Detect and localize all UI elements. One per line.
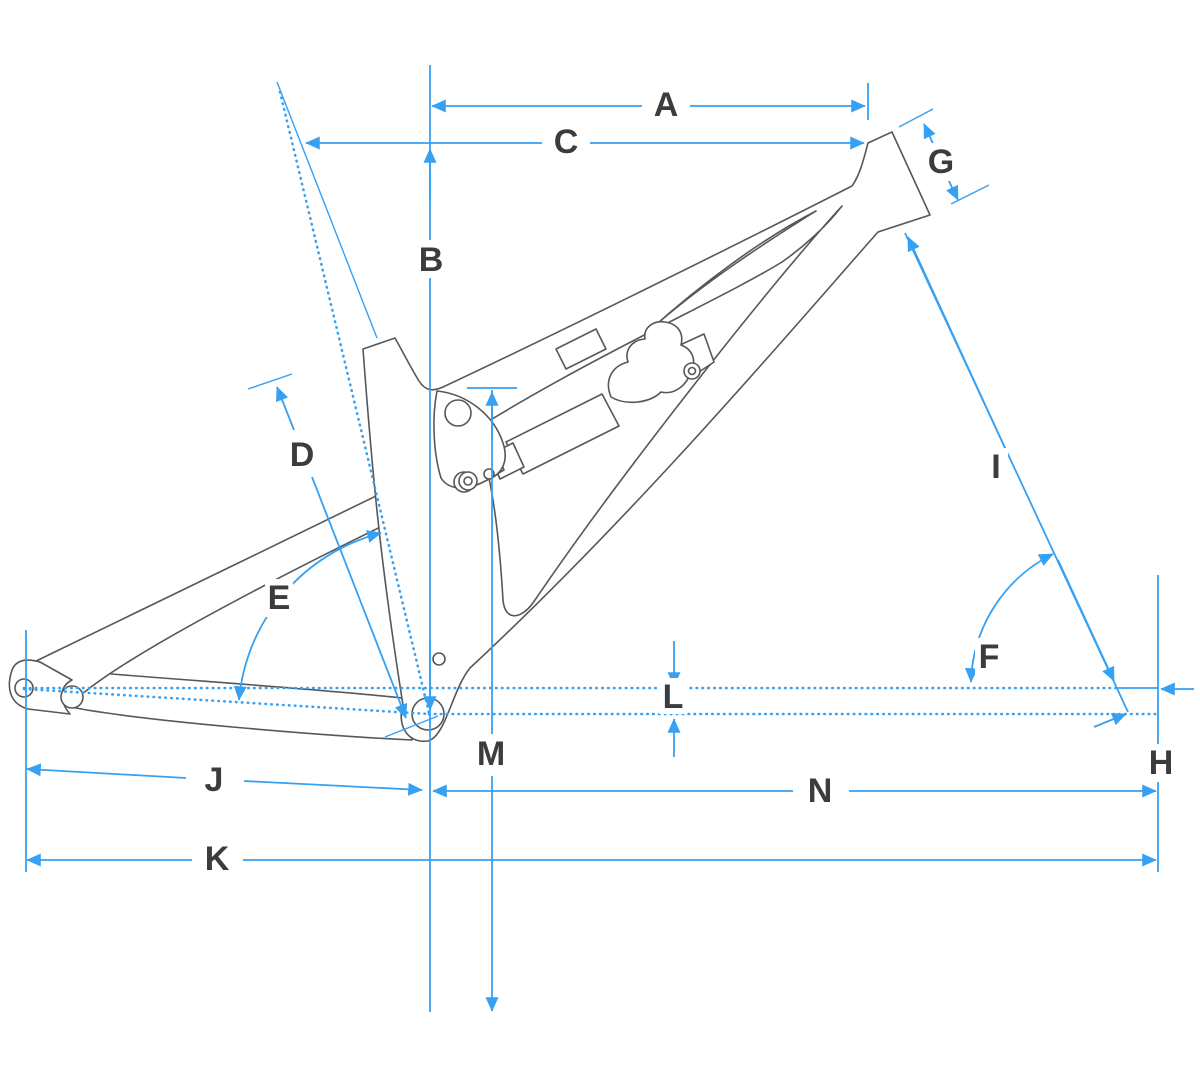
frame-inner-opening [473, 205, 843, 617]
shock-upper-eyelet-hole [687, 366, 697, 376]
dim-J [25, 630, 423, 872]
dim-i-arrow-up [907, 236, 1006, 449]
label-backing-j [200, 760, 228, 798]
shock-reservoir [607, 320, 695, 404]
head-angle-arc [964, 553, 1054, 683]
dim-I [904, 232, 1129, 728]
dim-label-e: E [268, 579, 291, 617]
seat-tube-effective-axis [278, 90, 431, 715]
label-backing-e [265, 579, 293, 617]
dim-label-h: H [1149, 744, 1174, 782]
label-backing-a [652, 86, 680, 124]
dropout-pivot-hole [60, 685, 84, 709]
seat-tube-pivot-hole [432, 652, 446, 666]
label-backing-b [417, 240, 445, 278]
dim-d-bottom-tick [384, 715, 439, 738]
shock-lower-eyelet-hole [463, 476, 473, 486]
dim-g-ext-bottom [950, 184, 990, 205]
frame-chainstay [64, 671, 413, 741]
label-backing-d [288, 436, 316, 474]
label-backing-k [203, 840, 231, 878]
dim-label-n: N [808, 772, 833, 810]
label-backing-m [477, 735, 505, 773]
label-backing-l [659, 678, 687, 714]
dim-i-arrow-down [1057, 559, 1115, 682]
dim-label-c: C [554, 123, 579, 161]
dim-label-b: B [419, 241, 444, 279]
shock-valve-block [555, 328, 607, 370]
label-backing-c [552, 123, 580, 161]
rocker-main-pivot [444, 399, 472, 427]
dim-d-top-tick [247, 373, 293, 390]
label-backing-n [806, 772, 834, 810]
dim-H [1117, 575, 1194, 872]
dim-A [431, 83, 869, 120]
dim-label-k: K [205, 840, 230, 878]
dim-label-j: J [205, 761, 224, 799]
dim-label-l: L [663, 678, 684, 716]
trail-point-arrow [1093, 713, 1127, 728]
dimension-labels: A B C D E F G H I J K L M N [200, 86, 1175, 878]
bike-frame [8, 131, 931, 742]
reference-axes [22, 81, 1158, 716]
dim-label-a: A [654, 86, 679, 124]
label-backing-h [1147, 744, 1175, 782]
seat-post-axis [276, 81, 378, 339]
label-backing-f [975, 638, 1003, 676]
label-backing-g [927, 143, 955, 181]
dim-j-right [243, 780, 423, 796]
dim-label-g: G [928, 143, 954, 181]
dim-F [964, 553, 1054, 683]
dim-d-arrow-up [276, 386, 295, 431]
label-backing-i [984, 448, 1008, 486]
dim-label-f: F [979, 638, 1000, 676]
dim-label-m: M [477, 735, 505, 773]
dim-g-ext-top [898, 108, 934, 128]
dim-j-left [26, 763, 187, 779]
dim-label-d: D [290, 436, 315, 474]
dim-M [467, 387, 517, 1012]
dim-label-i: I [991, 448, 1000, 486]
